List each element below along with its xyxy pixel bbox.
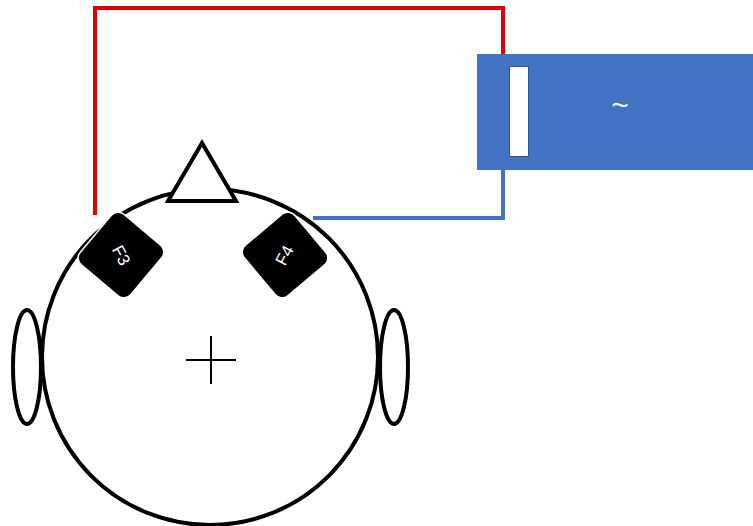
ac-symbol: ~ — [611, 90, 629, 120]
output-socket — [509, 66, 529, 157]
lead-wire — [313, 170, 503, 218]
electrode-pad — [239, 209, 332, 302]
electrode-f3: F3 — [70, 203, 172, 307]
electrode-pad — [75, 209, 168, 302]
center-cross — [210, 336, 212, 384]
stimulator-box: ~ — [477, 54, 753, 170]
right-ear — [380, 310, 408, 424]
left-ear — [13, 310, 41, 424]
electrode-f4: F4 — [234, 203, 336, 307]
lead-wire — [95, 8, 503, 215]
head-outline — [42, 189, 378, 525]
nose — [168, 143, 236, 201]
